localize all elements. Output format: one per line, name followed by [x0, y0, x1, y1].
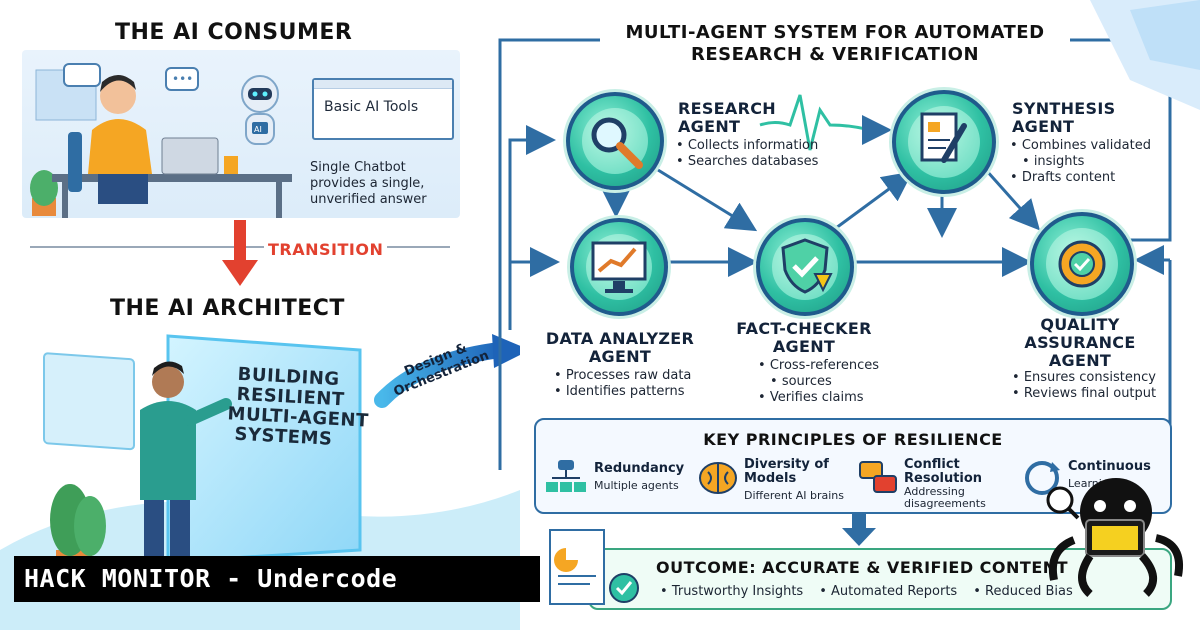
fact-checker-agent-node: [756, 218, 854, 316]
fact-checker-bullet-2: sources: [758, 374, 879, 390]
caption-line-2: provides a single,: [310, 176, 425, 191]
outcome-items: Trustworthy Insights Automated Reports R…: [660, 584, 1073, 600]
fact-checker-title-2: AGENT: [772, 337, 836, 356]
outcome-title: OUTCOME: ACCURATE & VERIFIED CONTENT: [656, 558, 1069, 577]
transition-arrow-icon: [222, 220, 258, 286]
outcome-item-2: Automated Reports: [819, 584, 957, 600]
system-title-line-1: MULTI-AGENT SYSTEM FOR AUTOMATED: [625, 22, 1045, 43]
research-bullet-1: Collects information: [676, 138, 818, 154]
synthesis-agent-bullets: Combines validated insights Drafts conte…: [1010, 138, 1151, 186]
document-pen-icon: [920, 112, 967, 163]
brain-icon: [699, 462, 737, 494]
caption-line-1: Single Chatbot: [310, 160, 406, 175]
report-document-icon: [549, 529, 639, 605]
network-icon: [546, 460, 586, 492]
chart-monitor-icon: [591, 241, 647, 293]
synthesis-agent-node: [892, 90, 996, 194]
synthesis-bullet-1: Combines validated: [1010, 138, 1151, 154]
data-analyzer-agent-bullets: Processes raw data Identifies patterns: [554, 368, 692, 400]
outcome-item-1: Trustworthy Insights: [660, 584, 803, 600]
fact-checker-agent-bullets: Cross-references sources Verifies claims: [758, 358, 879, 406]
principle-diversity: Diversity of Models Different AI brains: [698, 458, 858, 506]
conflict-sub: Addressing disagreements: [904, 485, 986, 510]
qa-agent-node: [1030, 212, 1134, 316]
basic-ai-tools-label: Basic AI Tools: [324, 99, 419, 115]
synthesis-title-1: SYNTHESIS: [1012, 99, 1116, 118]
consumer-illustration: ••• AI: [30, 63, 292, 218]
synthesis-title-2: AGENT: [1012, 117, 1075, 136]
diversity-sub: Different AI brains: [744, 489, 844, 502]
speech-bubbles-icon: [859, 461, 897, 493]
qa-agent-bullets: Ensures consistency Reviews final output: [1012, 370, 1156, 402]
cycle-icon: [1025, 461, 1060, 495]
data-analyzer-bullet-2: Identifies patterns: [554, 384, 691, 400]
corner-decoration: [1090, 0, 1200, 110]
qa-title-1: QUALITY: [1040, 315, 1120, 334]
principle-redundancy: Redundancy Multiple agents: [546, 458, 696, 502]
synthesis-agent-title: SYNTHESIS AGENT: [1012, 100, 1115, 136]
synthesis-bullet-2: insights: [1010, 154, 1151, 170]
research-agent-title: RESEARCH AGENT: [678, 100, 776, 136]
principle-conflict: Conflict Resolution Addressing disagreem…: [858, 457, 1018, 510]
qa-title-3: AGENT: [1048, 351, 1112, 370]
magnifier-icon: [591, 117, 643, 169]
data-analyzer-agent-node: [570, 218, 668, 316]
research-bullet-2: Searches databases: [676, 154, 819, 170]
transition-label: TRANSITION: [264, 240, 388, 259]
consumer-scene: ••• AI Basic AI Tools Single Chatbot pro…: [22, 50, 460, 218]
system-title-line-2: RESEARCH & VERIFICATION: [690, 44, 980, 65]
data-analyzer-title-1: DATA ANALYZER: [545, 329, 695, 348]
qa-bullet-2: Reviews final output: [1012, 386, 1156, 402]
research-title-2: AGENT: [678, 117, 741, 136]
redundancy-title: Redundancy: [594, 461, 685, 476]
continuous-title: Continuous: [1068, 459, 1151, 474]
architect-screen-text: BUILDING RESILIENT MULTI-AGENT SYSTEMS: [226, 364, 371, 451]
principles-title: KEY PRINCIPLES OF RESILIENCE: [703, 430, 1003, 449]
basic-ai-tools-box: Basic AI Tools: [312, 78, 454, 140]
system-title: MULTI-AGENT SYSTEM FOR AUTOMATED RESEARC…: [600, 22, 1070, 66]
consumer-title: THE AI CONSUMER: [115, 20, 353, 45]
qa-bullet-1: Ensures consistency: [1012, 370, 1156, 386]
watermark-text: HACK MONITOR - Undercode: [24, 564, 398, 593]
watermark-banner: HACK MONITOR - Undercode: [14, 556, 540, 602]
consumer-caption: Single Chatbot provides a single, unveri…: [310, 160, 460, 208]
conflict-title: Conflict Resolution: [904, 457, 983, 486]
qa-title-2: ASSURANCE: [1024, 333, 1136, 352]
architect-title: THE AI ARCHITECT: [110, 296, 345, 321]
fact-checker-agent-title: FACT-CHECKER AGENT: [736, 320, 872, 356]
data-analyzer-bullet-1: Processes raw data: [554, 368, 692, 384]
redundancy-sub: Multiple agents: [594, 479, 679, 492]
research-agent-node: [566, 92, 664, 190]
fact-checker-bullet-3: Verifies claims: [758, 390, 879, 406]
data-analyzer-title-2: AGENT: [588, 347, 652, 366]
data-analyzer-agent-title: DATA ANALYZER AGENT: [542, 330, 698, 366]
shield-check-icon: [781, 238, 833, 294]
diversity-title: Diversity of Models: [744, 457, 829, 486]
outcome-item-3: Reduced Bias: [973, 584, 1073, 600]
synthesis-bullet-3: Drafts content: [1010, 170, 1151, 186]
qa-agent-title: QUALITY ASSURANCE AGENT: [1012, 316, 1148, 370]
gear-check-icon: [1058, 240, 1106, 288]
svg-text:•••: •••: [172, 72, 193, 86]
octopus-logo-icon: [1046, 478, 1183, 598]
research-title-1: RESEARCH: [678, 99, 776, 118]
caption-line-3: unverified answer: [310, 192, 427, 207]
robot-badge: AI: [254, 125, 262, 134]
research-agent-bullets: Collects information Searches databases: [676, 138, 819, 170]
fact-checker-title-1: FACT-CHECKER: [736, 319, 872, 338]
fact-checker-bullet-1: Cross-references: [758, 358, 879, 374]
